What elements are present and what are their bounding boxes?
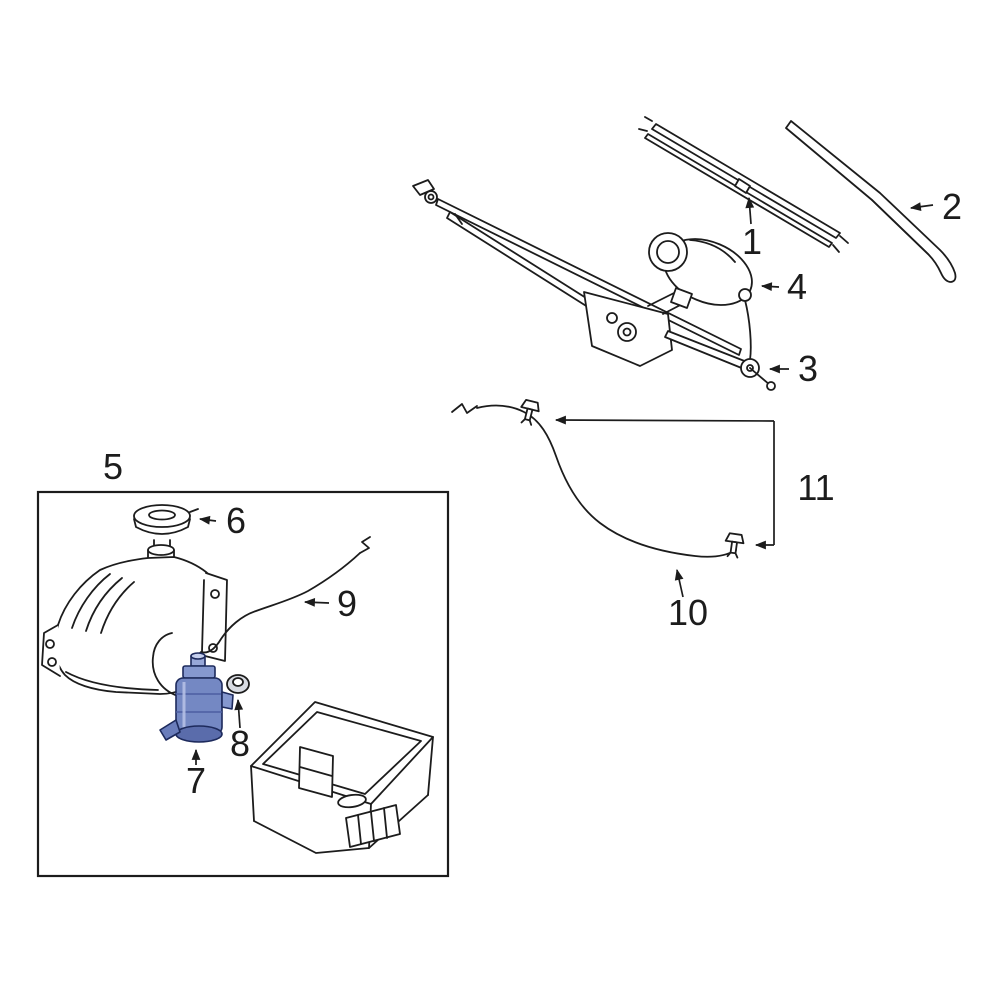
nozzle-hose: [451, 403, 737, 558]
washer-hose-front: [197, 536, 371, 656]
mounting-tray: [250, 701, 434, 854]
wiper-arm: [785, 120, 957, 283]
wiper-linkage: [412, 179, 776, 391]
callout-1: 1: [742, 196, 762, 262]
pump-grommet: [226, 674, 250, 694]
hose-clip-2: [724, 532, 745, 559]
callout-5-label: 5: [103, 446, 123, 487]
callout-3: 3: [768, 348, 818, 389]
wiper-motor: [648, 232, 753, 309]
callout-10-label: 10: [668, 592, 708, 633]
wiper-blade: [638, 116, 849, 253]
callout-8: 8: [230, 698, 250, 764]
callout-9: 9: [303, 583, 357, 624]
callout-4-label: 4: [787, 266, 807, 307]
callout-6-label: 6: [226, 500, 246, 541]
callout-10: 10: [668, 568, 708, 633]
reservoir-assembly-box: [36, 490, 450, 878]
callout-3-label: 3: [798, 348, 818, 389]
callout-11: 11: [554, 415, 835, 550]
callout-8-label: 8: [230, 723, 250, 764]
callout-1-label: 1: [742, 221, 762, 262]
callout-2-label: 2: [942, 186, 962, 227]
reservoir-cap: [133, 504, 199, 549]
callout-9-label: 9: [337, 583, 357, 624]
callout-11-label: 11: [797, 467, 834, 508]
callout-5: 5: [103, 446, 123, 487]
hose-clip-1: [520, 399, 540, 426]
callout-7-label: 7: [186, 760, 206, 801]
washer-pump: [151, 632, 234, 743]
callout-4: 4: [760, 266, 807, 307]
callout-7: 7: [186, 748, 206, 801]
callout-6: 6: [198, 500, 246, 541]
callout-2: 2: [909, 186, 962, 227]
